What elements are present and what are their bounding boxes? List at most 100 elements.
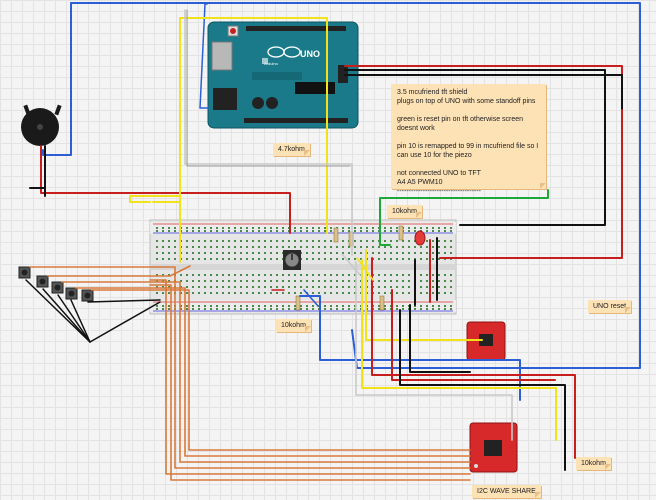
breadboard-hole xyxy=(450,252,452,254)
breadboard-hole xyxy=(228,252,230,254)
breadboard-hole xyxy=(198,240,200,242)
breadboard-hole xyxy=(240,258,242,260)
breadboard-hole xyxy=(336,258,338,260)
breadboard-hole xyxy=(348,252,350,254)
breadboard-hole xyxy=(306,258,308,260)
resistor-10k-top-label: 10kohm xyxy=(387,205,422,218)
breadboard-hole xyxy=(420,308,422,310)
breadboard-hole xyxy=(444,230,446,232)
breadboard-hole xyxy=(348,246,350,248)
breadboard-hole xyxy=(162,286,164,288)
breadboard-hole xyxy=(390,258,392,260)
breadboard-hole xyxy=(234,246,236,248)
breadboard-hole xyxy=(192,274,194,276)
breadboard xyxy=(149,219,457,315)
breadboard-hole xyxy=(162,252,164,254)
breadboard-hole xyxy=(198,227,200,229)
breadboard-hole xyxy=(336,308,338,310)
breadboard-hole xyxy=(324,240,326,242)
breadboard-hole xyxy=(198,286,200,288)
breadboard-hole xyxy=(222,246,224,248)
breadboard-hole xyxy=(330,246,332,248)
breadboard-hole xyxy=(336,252,338,254)
breadboard-hole xyxy=(426,240,428,242)
breadboard-hole xyxy=(162,230,164,232)
breadboard-hole xyxy=(156,305,158,307)
breadboard-hole xyxy=(384,230,386,232)
breadboard-hole xyxy=(264,305,266,307)
breadboard-hole xyxy=(246,274,248,276)
breadboard-hole xyxy=(414,246,416,248)
breadboard-hole xyxy=(192,227,194,229)
resistor-4k7-label: 4.7kohm xyxy=(273,143,310,156)
breadboard-hole xyxy=(264,227,266,229)
breadboard-hole xyxy=(156,308,158,310)
breadboard-hole xyxy=(360,240,362,242)
breadboard-hole xyxy=(366,227,368,229)
breadboard-hole xyxy=(396,274,398,276)
breadboard-hole xyxy=(312,286,314,288)
breadboard-hole xyxy=(264,258,266,260)
breadboard-hole xyxy=(402,286,404,288)
breadboard-hole xyxy=(366,240,368,242)
breadboard-hole xyxy=(204,252,206,254)
breadboard-hole xyxy=(192,240,194,242)
breadboard-hole xyxy=(450,280,452,282)
breadboard-hole xyxy=(354,305,356,307)
breadboard-hole xyxy=(408,227,410,229)
breadboard-hole xyxy=(402,274,404,276)
breadboard-hole xyxy=(270,230,272,232)
breadboard-hole xyxy=(294,240,296,242)
breadboard-hole xyxy=(288,305,290,307)
breadboard-hole xyxy=(384,246,386,248)
breadboard-hole xyxy=(360,252,362,254)
breadboard-hole xyxy=(270,240,272,242)
breadboard-hole xyxy=(336,274,338,276)
breadboard-hole xyxy=(180,280,182,282)
breadboard-hole xyxy=(252,227,254,229)
breadboard-hole xyxy=(420,292,422,294)
push-button-group xyxy=(18,266,94,302)
breadboard-hole xyxy=(408,280,410,282)
breadboard-hole xyxy=(234,230,236,232)
breadboard-hole xyxy=(186,227,188,229)
breadboard-hole xyxy=(348,292,350,294)
breadboard-hole xyxy=(228,240,230,242)
breadboard-hole xyxy=(186,258,188,260)
breadboard-hole xyxy=(342,274,344,276)
breadboard-hole xyxy=(288,292,290,294)
breadboard-hole xyxy=(348,227,350,229)
breadboard-hole xyxy=(402,246,404,248)
breadboard-hole xyxy=(414,230,416,232)
breadboard-hole xyxy=(342,258,344,260)
breadboard-hole xyxy=(156,274,158,276)
breadboard-hole xyxy=(378,292,380,294)
breadboard-hole xyxy=(282,240,284,242)
breadboard-hole xyxy=(312,280,314,282)
breadboard-hole xyxy=(192,280,194,282)
breadboard-hole xyxy=(450,274,452,276)
breadboard-hole xyxy=(210,305,212,307)
breadboard-hole xyxy=(408,246,410,248)
breadboard-hole xyxy=(408,230,410,232)
breadboard-hole xyxy=(426,274,428,276)
breadboard-hole xyxy=(324,274,326,276)
breadboard-hole xyxy=(210,286,212,288)
breadboard-hole xyxy=(282,274,284,276)
breadboard-hole xyxy=(408,292,410,294)
breadboard-hole xyxy=(348,230,350,232)
breadboard-hole xyxy=(426,280,428,282)
i2c-module-label: I2C WAVE SHARE xyxy=(472,485,541,498)
breadboard-hole xyxy=(306,246,308,248)
breadboard-hole xyxy=(372,252,374,254)
breadboard-hole xyxy=(198,246,200,248)
breadboard-hole xyxy=(444,252,446,254)
breadboard-hole xyxy=(258,227,260,229)
breadboard-hole xyxy=(438,246,440,248)
breadboard-hole xyxy=(252,246,254,248)
breadboard-hole xyxy=(342,246,344,248)
breadboard-hole xyxy=(354,230,356,232)
breadboard-hole xyxy=(402,258,404,260)
breadboard-hole xyxy=(234,286,236,288)
breadboard-hole xyxy=(192,305,194,307)
